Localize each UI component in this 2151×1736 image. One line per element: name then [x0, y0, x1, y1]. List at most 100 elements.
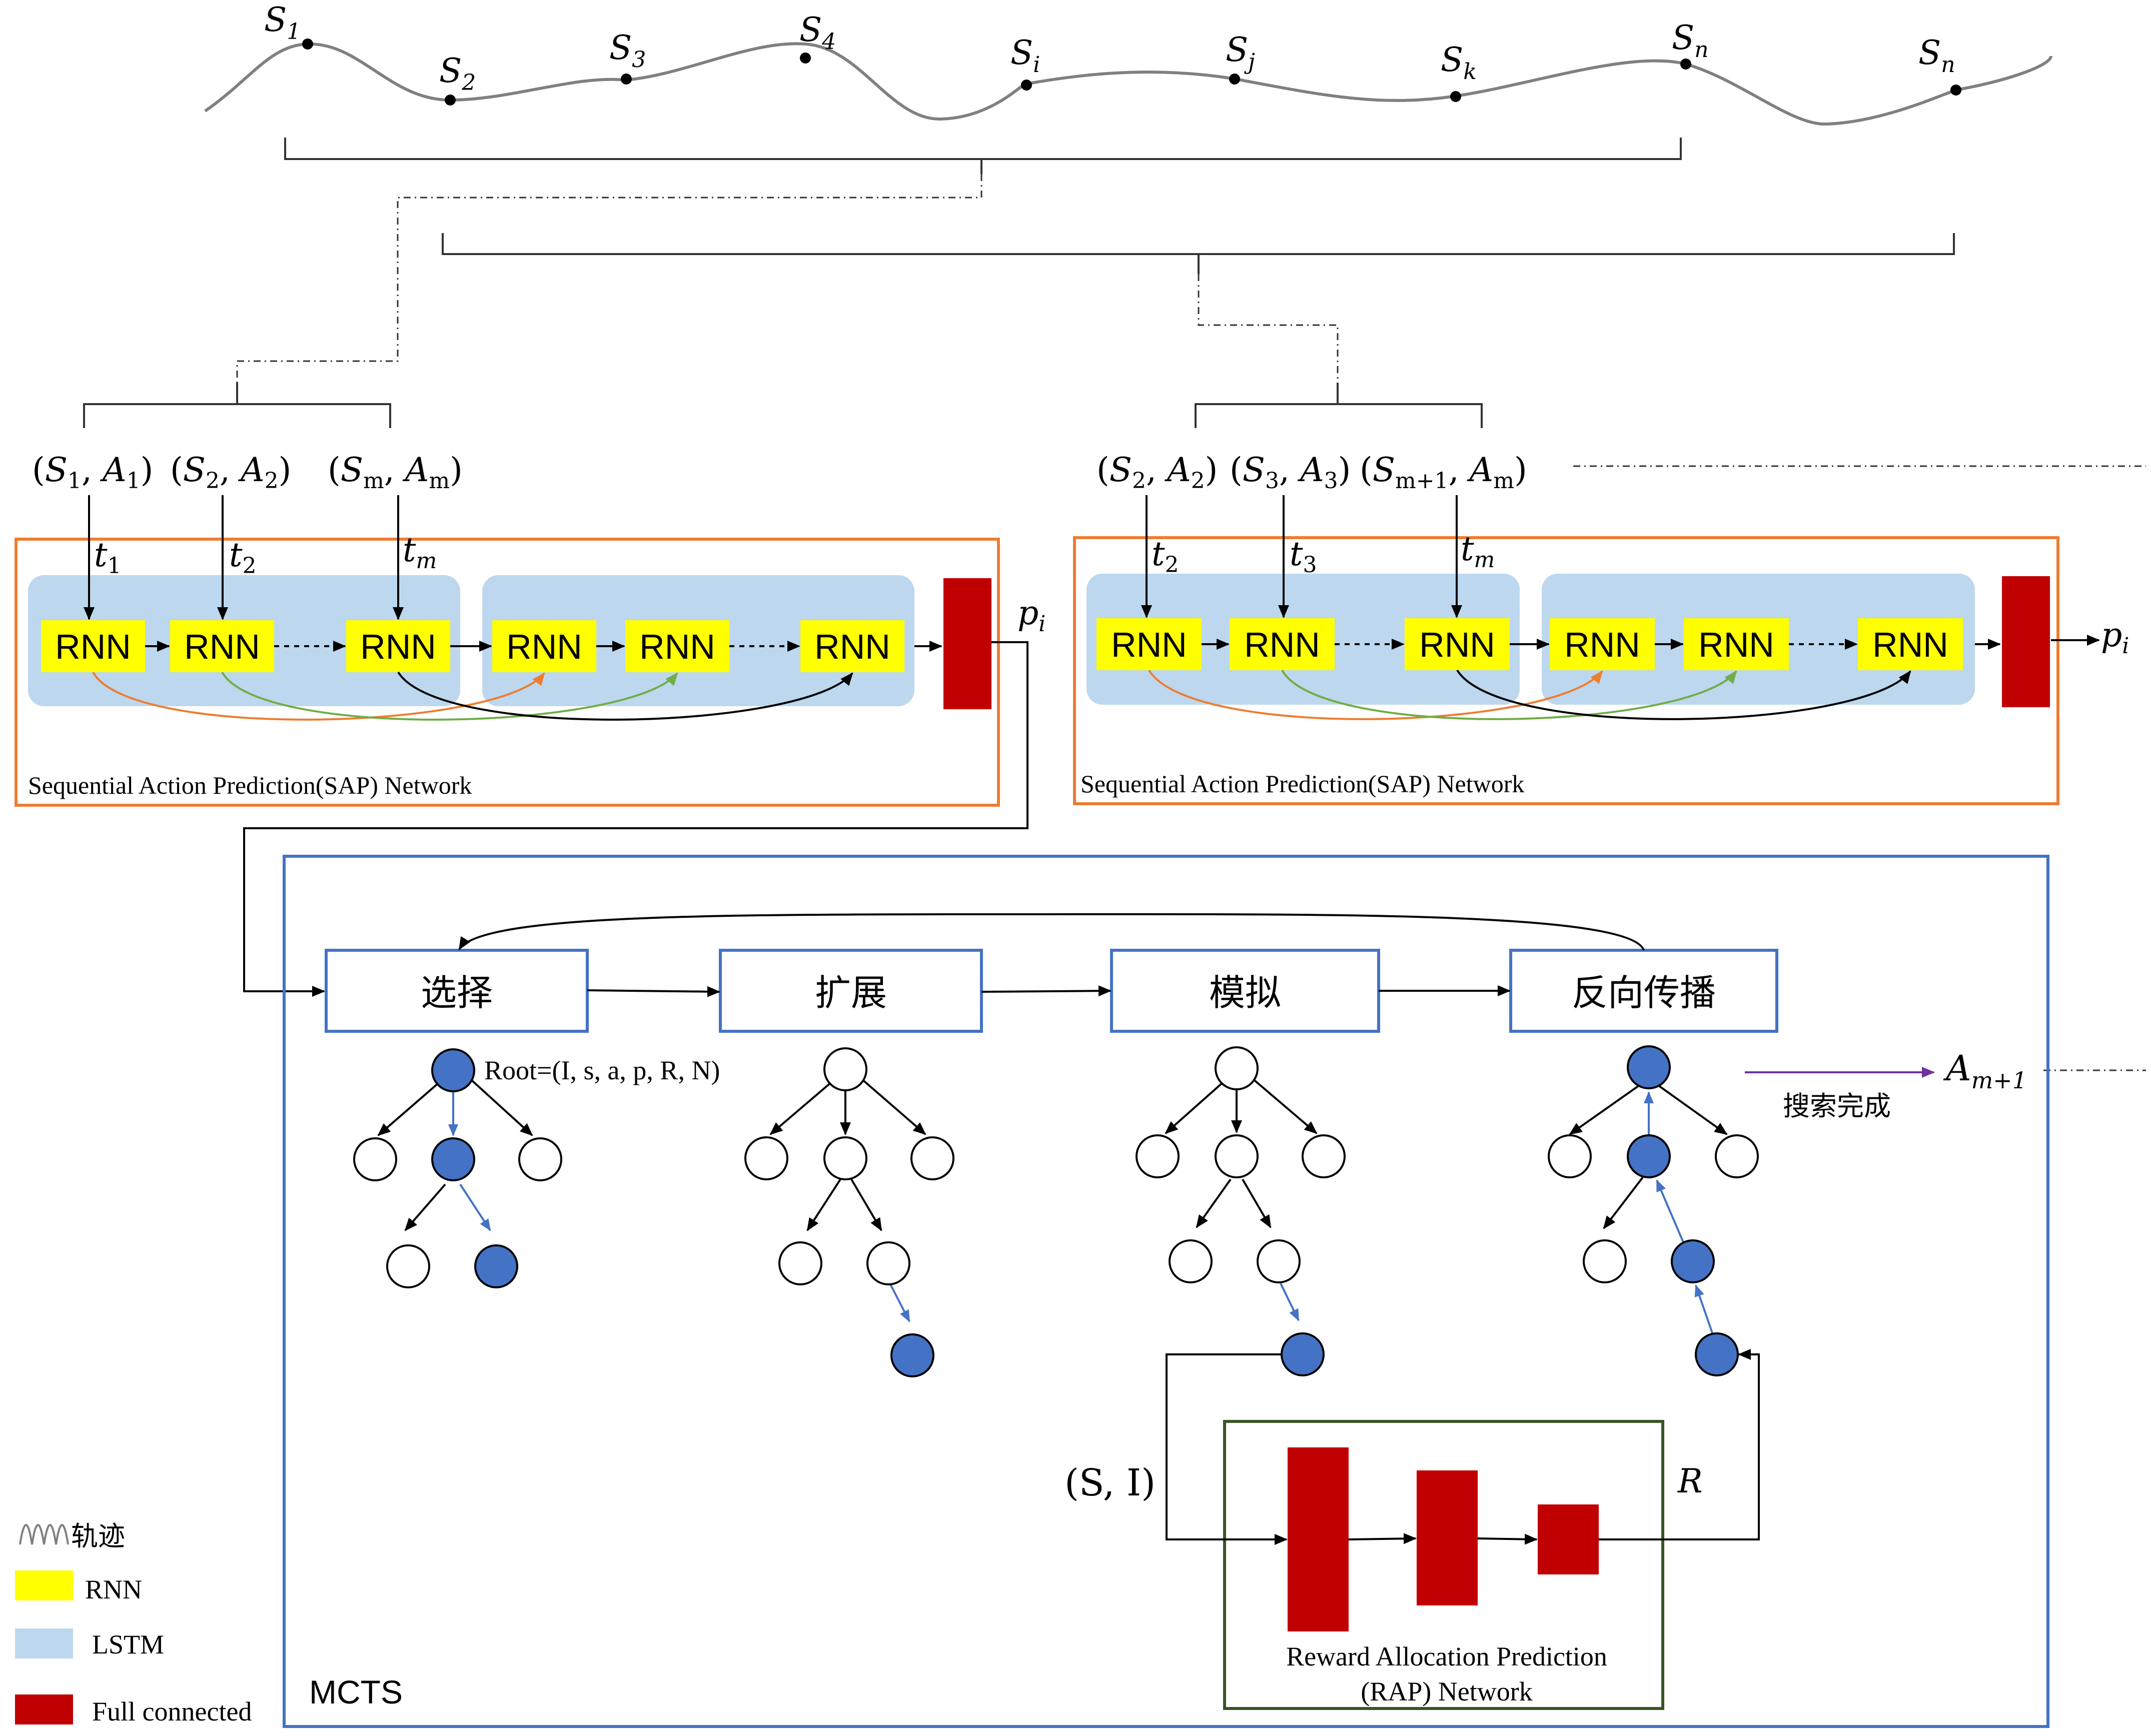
trajectory-point: [302, 39, 313, 50]
step-arrow: [587, 986, 720, 997]
tree-node: [353, 1137, 397, 1181]
rnn-cell: [1230, 618, 1335, 670]
rnn-label: RNN: [1244, 625, 1320, 664]
trajectory-label: S2: [439, 52, 476, 96]
trajectory-labels: S1 S2 S3 S4 Si Sj Sk Sn Sn: [264, 1, 1955, 96]
rap-border: [1223, 1420, 1664, 1710]
skip-arrow-orange: [1148, 669, 1603, 720]
sim-to-rap-connector: [1166, 1353, 1288, 1545]
legend-rnn-label: RNN: [85, 1574, 142, 1604]
tree-node: [1583, 1239, 1627, 1283]
trajectory-point: [621, 74, 632, 85]
rap-input-label: (S, I): [1064, 1461, 1156, 1504]
tree-edge: [404, 1183, 446, 1231]
rnn-cell: [625, 620, 729, 672]
tree-edge: [889, 1284, 910, 1322]
trajectory-point: [1950, 85, 1961, 96]
left-rnn-cells: [41, 620, 904, 672]
tree-node: [1548, 1134, 1592, 1178]
legend: 轨迹 RNN LSTM Full connected: [15, 1520, 252, 1726]
mcts-result-label: Am+1: [1943, 1048, 2027, 1094]
tree-simulation: [1136, 1046, 1346, 1376]
rap-arrow: [1477, 1533, 1538, 1545]
tree-node: [1169, 1239, 1213, 1283]
loop-back-arrow: [458, 913, 1645, 951]
trajectory-label: S4: [799, 11, 836, 55]
rnn-cell: [492, 620, 596, 672]
rnn-cell: [1550, 618, 1655, 670]
skip-arrow-green: [221, 672, 678, 721]
tree-edge: [1248, 1074, 1318, 1134]
tree-node: [474, 1244, 518, 1288]
step-arrow: [981, 985, 1112, 997]
right-sap-network: (S2, A2) (S3, A3) (Sm+1, Am) t2 t3 tm RN…: [1073, 451, 2129, 805]
tree-node: [1695, 1332, 1739, 1376]
step-select-label: 选择: [421, 972, 493, 1014]
brace-top-left: [284, 138, 1682, 174]
skip-arrow-black: [1456, 669, 1911, 720]
legend-fc-label: Full connected: [92, 1696, 252, 1726]
tree-node-root: [431, 1048, 475, 1092]
trajectory-label: Sj: [1226, 31, 1255, 75]
mcts-panel: MCTS 选择 扩展 模拟 反向传播: [283, 855, 2049, 1728]
tree-edge: [1280, 1283, 1300, 1321]
trajectory-point: [445, 95, 456, 106]
sap-title: Sequential Action Prediction(SAP) Networ…: [28, 771, 472, 799]
tree-edge: [1603, 1176, 1644, 1229]
rap-network: Reward Allocation Prediction (RAP) Netwo…: [1223, 1420, 1664, 1710]
rnn-label: RNN: [184, 627, 260, 666]
fc-layer: [943, 578, 991, 709]
mcts-title: MCTS: [309, 1673, 403, 1710]
sap-input-label: (S2, A2): [1097, 451, 1218, 494]
sap-to-mcts-connector: [243, 641, 1028, 997]
trajectory-label: Si: [1010, 34, 1040, 78]
trajectory-point: [1680, 59, 1691, 70]
trajectory-curve: [204, 42, 2052, 126]
time-label: tm: [1461, 530, 1495, 573]
tree-node: [518, 1137, 562, 1181]
left-rnn-labels: RNN RNN RNN RNN RNN RNN: [55, 627, 890, 666]
time-label: t1: [94, 536, 122, 579]
search-done-label: 搜索完成: [1783, 1090, 1891, 1122]
dash-connector-left: [236, 174, 982, 383]
left-input-arrows: [84, 495, 404, 620]
tree-edge: [1694, 1284, 1714, 1335]
tree-edge: [1196, 1178, 1232, 1228]
rap-title-line2: (RAP) Network: [1361, 1676, 1532, 1706]
step-select-box: [325, 949, 589, 1033]
rnn-label: RNN: [506, 627, 582, 666]
tree-node-sim: [1281, 1332, 1325, 1376]
trajectory-point: [1450, 91, 1461, 102]
legend-fc-swatch: [15, 1694, 73, 1724]
rnn-cell: [346, 620, 450, 672]
step-simulate-label: 模拟: [1209, 972, 1281, 1014]
mcts-border: [283, 855, 2049, 1728]
right-chain-arrows: [1202, 635, 2100, 650]
trajectory-label: S1: [264, 1, 301, 45]
tree-node: [1257, 1239, 1301, 1283]
tree-edge: [1242, 1178, 1272, 1228]
rap-fc-layer-3: [1538, 1504, 1599, 1574]
skip-arrow-orange: [92, 672, 545, 721]
tree-selection: [353, 1048, 562, 1288]
dash-connector-right: [1198, 274, 1339, 383]
tree-edge: [806, 1178, 841, 1231]
left-sap-network: (S1, A1) (S2, A2) (Sm, Am) t1 t2 tm: [15, 451, 1045, 807]
rnn-label: RNN: [1872, 625, 1948, 664]
rnn-cell: [1684, 618, 1789, 670]
sap-input-label: (Sm, Am): [328, 451, 463, 494]
sap-input-label: (S2, A2): [170, 451, 291, 494]
right-rnn-labels: RNN RNN RNN RNN RNN RNN: [1111, 625, 1948, 664]
rnn-label: RNN: [360, 627, 436, 666]
rap-output-label: R: [1677, 1462, 1703, 1500]
tree-node: [1671, 1239, 1715, 1283]
tree-edge: [850, 1178, 882, 1231]
legend-lstm-label: LSTM: [92, 1629, 164, 1659]
rap-fc-layer-2: [1417, 1470, 1478, 1605]
tree-node: [386, 1244, 430, 1288]
rnn-cell: [800, 620, 904, 672]
skip-arrow-black: [397, 671, 853, 721]
trajectory-point: [1229, 74, 1240, 85]
rnn-label: RNN: [1698, 625, 1774, 664]
tree-node: [1136, 1134, 1180, 1178]
